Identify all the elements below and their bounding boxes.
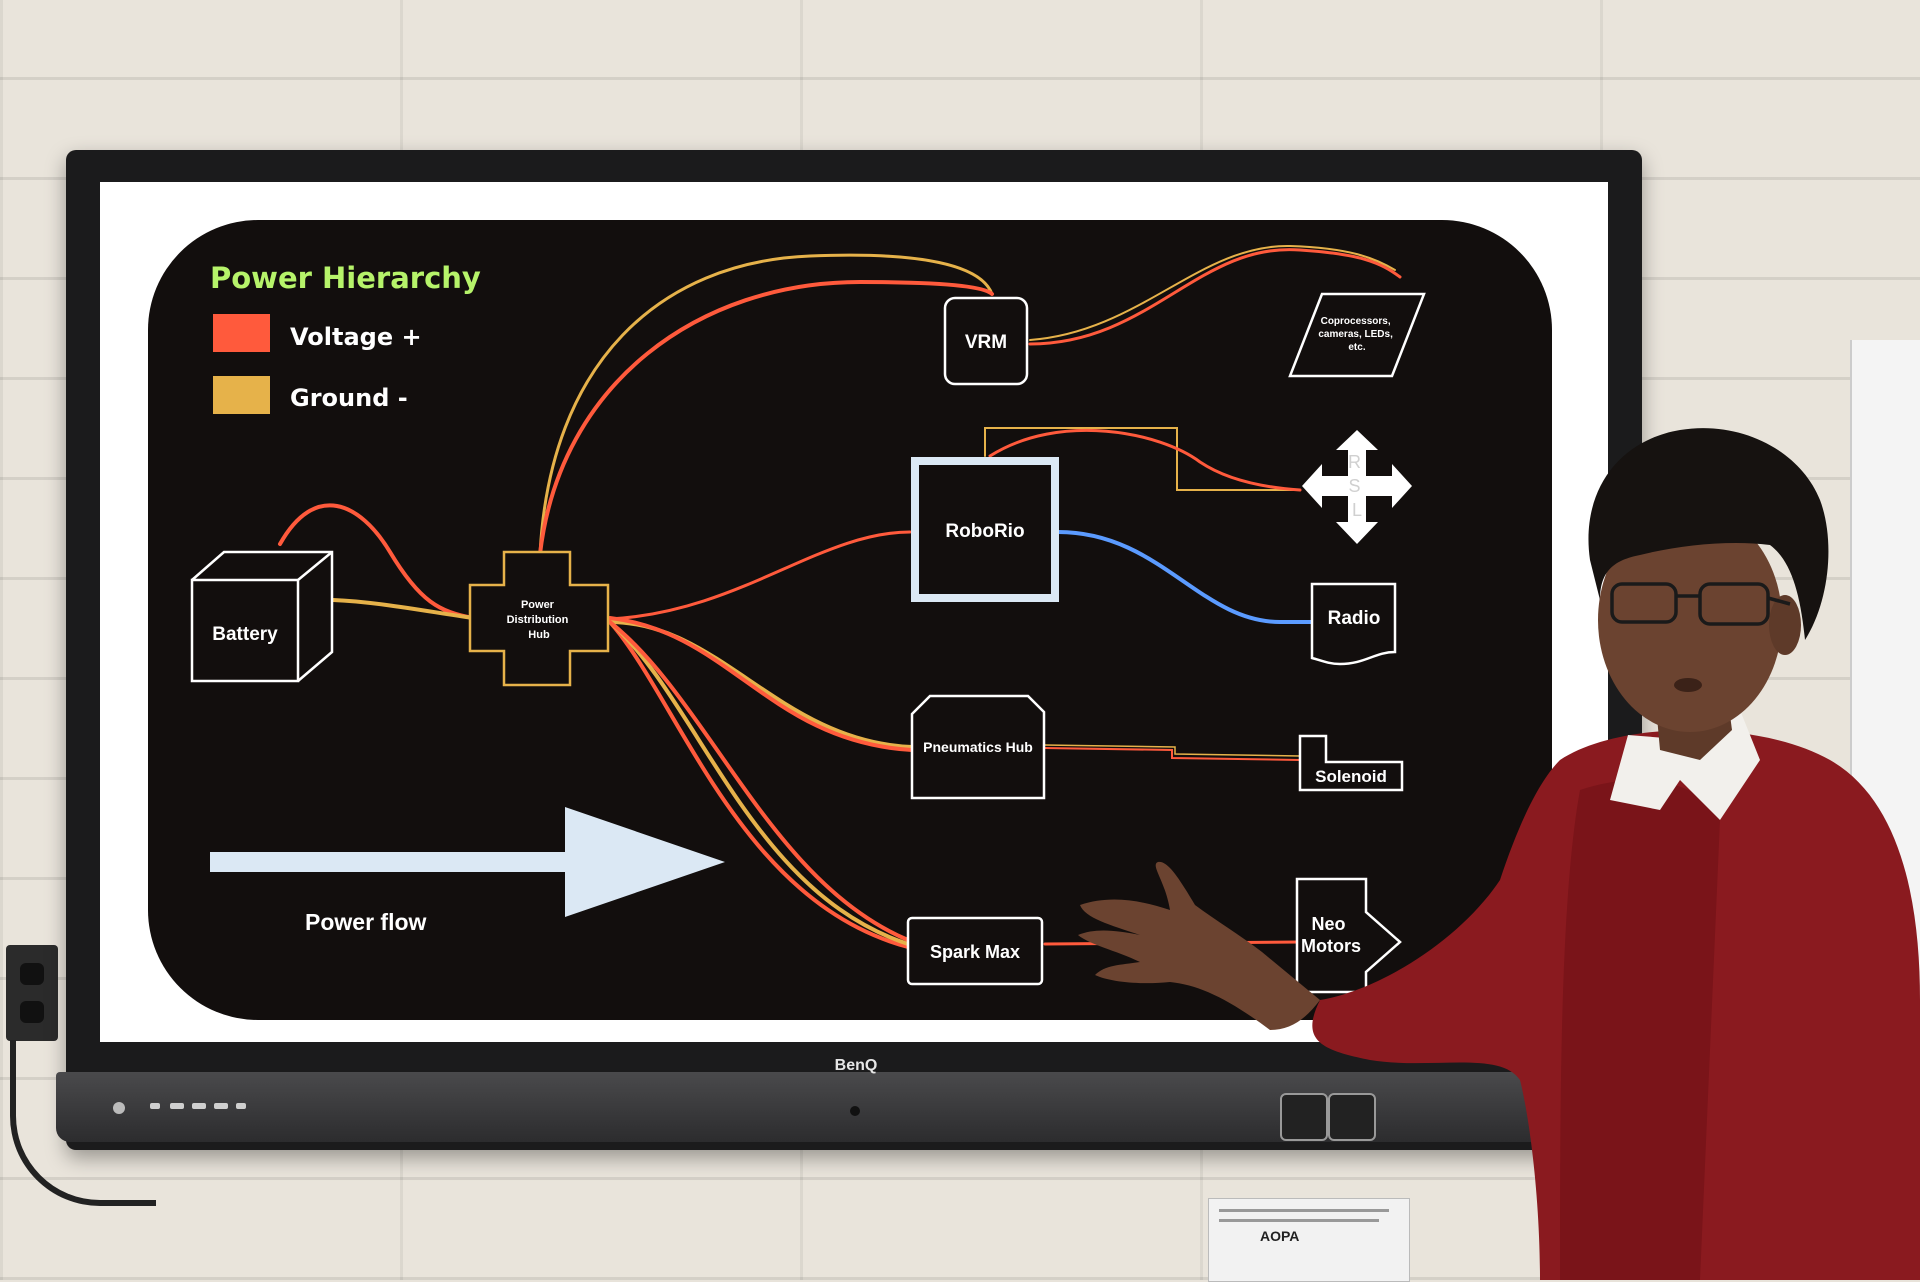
magazine-edge [1219,1219,1379,1222]
wire-pdh-pneumatics-voltage [608,616,914,752]
wire-pdh-vrm-ground [538,253,994,556]
wire-pdh-vrm-voltage [538,279,994,556]
wire-roborio-radio [1056,530,1322,624]
legend-swatch-voltage [213,314,270,352]
monitor-brand-logo: BenQ [834,1057,878,1074]
pdh-label-line: Distribution [507,614,569,626]
spark-max-label: Spark Max [930,942,1020,962]
front-port [236,1103,246,1109]
battery-label: Battery [212,624,278,645]
wire-battery-voltage [278,503,475,620]
solenoid-label: Solenoid [1315,767,1387,786]
slide-title: Power Hierarchy [210,261,481,295]
legend-label-voltage: Voltage + [290,323,422,351]
rsl-letter: S [1348,476,1360,496]
front-port [192,1103,206,1109]
outlet-socket [20,963,44,985]
wire-pdh-sparkmax-ground [608,620,910,946]
radio-node [1310,582,1397,666]
rsl-letter: L [1352,500,1362,520]
magazine-stack [1208,1198,1410,1282]
front-port [214,1103,228,1109]
presenter-glasses [1610,582,1791,626]
roborio-label: RoboRio [945,521,1024,542]
camera-sensor [850,1106,860,1116]
presenter-hair [1588,428,1829,640]
coprocessors-label-line: Coprocessors, [1321,316,1391,327]
neo-motors-label-line: Motors [1301,936,1361,956]
wire-pdh-sparkmax-voltage-2 [608,620,910,942]
wire-battery-ground [331,598,475,620]
pneumatics-hub-label: Pneumatics Hub [923,739,1033,755]
power-hierarchy-slide: Power Hierarchy Voltage + Ground - [148,220,1552,1020]
wire-pneumatics-solenoid [1043,747,1301,761]
svg-text:Coprocessors, cameras, L: Coprocessors, cameras, LEDs, etc. [1318,316,1395,353]
svg-text:R S L: R S L [1348,452,1366,520]
outlet-socket [20,1001,44,1023]
coprocessors-label-line: cameras, LEDs, [1318,329,1393,340]
wire-vrm-coprocessors [1028,248,1402,346]
vrm-label: VRM [965,332,1007,353]
eye-care-icon [1280,1093,1328,1141]
battery-node [190,550,334,683]
magazine-edge [1219,1209,1389,1212]
power-cable [10,1040,156,1206]
spark-max-node [906,916,1044,986]
magazine-title: AOPA [1260,1228,1300,1244]
legend-label-ground: Ground - [290,384,408,412]
rsl-node [1302,430,1412,544]
vrm-node [943,296,1029,386]
wire-vrm-coprocessors-ground [1029,244,1396,341]
wire-roborio-rsl-ground [984,427,1301,491]
roborio-node [911,457,1059,602]
wire-pdh-roborio [608,530,912,621]
presenter-sweater-shade [1560,780,1720,1280]
display-screen: Power Hierarchy Voltage + Ground - [100,182,1608,1042]
radio-label: Radio [1328,608,1381,629]
pdh-label-line: Power [521,599,555,611]
pdh-node [468,550,610,687]
solenoid-node [1298,734,1404,792]
wall-outlet [6,945,58,1041]
coprocessors-label-line: etc. [1348,342,1365,353]
wire-pdh-sparkmax-voltage-1 [608,620,910,949]
wire-roborio-rsl-voltage [988,428,1302,492]
power-flow-label: Power flow [305,909,427,935]
front-port [170,1103,184,1109]
presenter-mouth [1674,678,1702,692]
power-button[interactable] [113,1102,125,1114]
rsl-letter: R [1348,452,1361,472]
wire-pneumatics-solenoid-ground [1043,744,1301,757]
pdh-label-line: Hub [528,629,550,641]
front-port [150,1103,160,1109]
slide-panel [148,220,1552,1020]
presenter-ear [1769,595,1801,655]
pneumatics-hub-node [910,694,1046,800]
svg-text:Neo Motors: Neo Motors [1301,914,1361,956]
low-blue-light-icon [1328,1093,1376,1141]
coprocessors-node [1288,292,1426,378]
presenter-hand [1078,861,1320,1030]
neo-motors-label-line: Neo [1311,914,1345,934]
svg-text:Power Distribution: Power Distribution Hub [507,599,572,641]
legend-swatch-ground [213,376,270,414]
power-flow-arrow [210,807,725,917]
presenter-face [1598,508,1782,732]
